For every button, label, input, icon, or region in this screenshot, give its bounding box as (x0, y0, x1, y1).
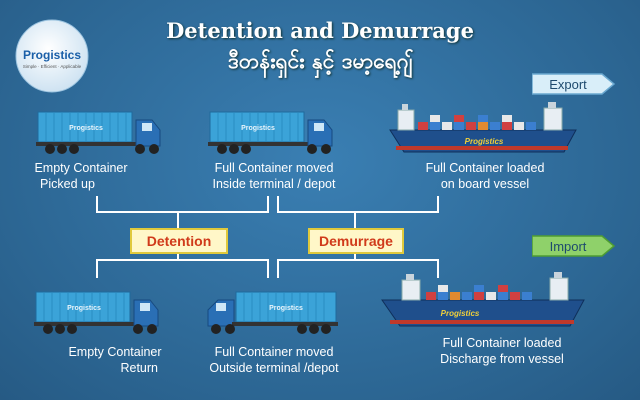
truck-full-inside: Progistics (208, 108, 342, 160)
caption-line: Full Container moved (214, 161, 334, 175)
caption-empty-return: Empty Container Return (50, 344, 180, 376)
export-tag: Export (532, 73, 616, 95)
import-tag: Import (532, 235, 616, 257)
caption-line: Empty Container (68, 345, 162, 359)
bracket-export-left (96, 196, 269, 213)
logo-text: Progistics (23, 48, 81, 62)
bracket-import-left (96, 259, 269, 278)
caption-full-inside: Full Container moved Inside terminal / d… (194, 160, 354, 192)
caption-line: Outside terminal /depot (209, 361, 339, 375)
export-label: Export (549, 77, 587, 92)
ship-import: Progistics (378, 270, 588, 334)
caption-empty-picked: Empty Container Picked up (6, 160, 156, 192)
truck-icon: Progistics (208, 111, 333, 154)
detention-label: Detention (130, 228, 228, 254)
arrow-tag-icon (532, 73, 616, 95)
truck-brand: Progistics (241, 125, 275, 132)
truck-icon: Progistics (36, 111, 161, 154)
ship-brand: Progistics (465, 137, 504, 146)
caption-line: Full Container loaded (425, 161, 545, 175)
ship-icon: Progistics (389, 102, 577, 153)
truck-empty-pickup: Progistics (36, 108, 170, 160)
caption-line: Return (120, 361, 158, 375)
logo-icon: Progistics Simple · Efficient · Applicab… (14, 18, 90, 94)
logo-tagline: Simple · Efficient · Applicable (23, 64, 82, 69)
ship-brand: Progistics (441, 309, 480, 318)
caption-full-outside: Full Container moved Outside terminal /d… (192, 344, 356, 376)
caption-line: Empty Container (34, 161, 128, 175)
arrow-tag-icon (532, 235, 616, 257)
truck-icon: Progistics (207, 291, 338, 334)
caption-line: Picked up (40, 177, 95, 191)
truck-full-outside: Progistics (206, 288, 340, 340)
demurrage-label: Demurrage (308, 228, 404, 254)
import-label: Import (550, 239, 587, 254)
truck-empty-return: Progistics (34, 288, 168, 340)
page-subtitle: ဒီတန်းရှင်း နှင့် ဒမာ့ရေ့ဂျ် (227, 49, 413, 73)
page-title: Detention and Demurrage (166, 18, 474, 43)
truck-brand: Progistics (69, 125, 103, 132)
caption-discharge: Full Container loaded Discharge from ves… (412, 335, 592, 367)
ship-export: Progistics (384, 100, 584, 160)
caption-line: Discharge from vessel (440, 352, 564, 366)
bracket-export-right (277, 196, 439, 213)
caption-line: on board vessel (440, 177, 530, 191)
caption-loaded-vessel: Full Container loaded on board vessel (400, 160, 570, 192)
caption-line: Full Container moved (214, 345, 334, 359)
caption-line: Inside terminal / depot (212, 177, 336, 191)
truck-icon: Progistics (34, 291, 159, 334)
truck-brand: Progistics (269, 305, 303, 312)
caption-line: Full Container loaded (442, 336, 562, 350)
truck-brand: Progistics (67, 305, 101, 312)
ship-icon: Progistics (381, 272, 585, 327)
